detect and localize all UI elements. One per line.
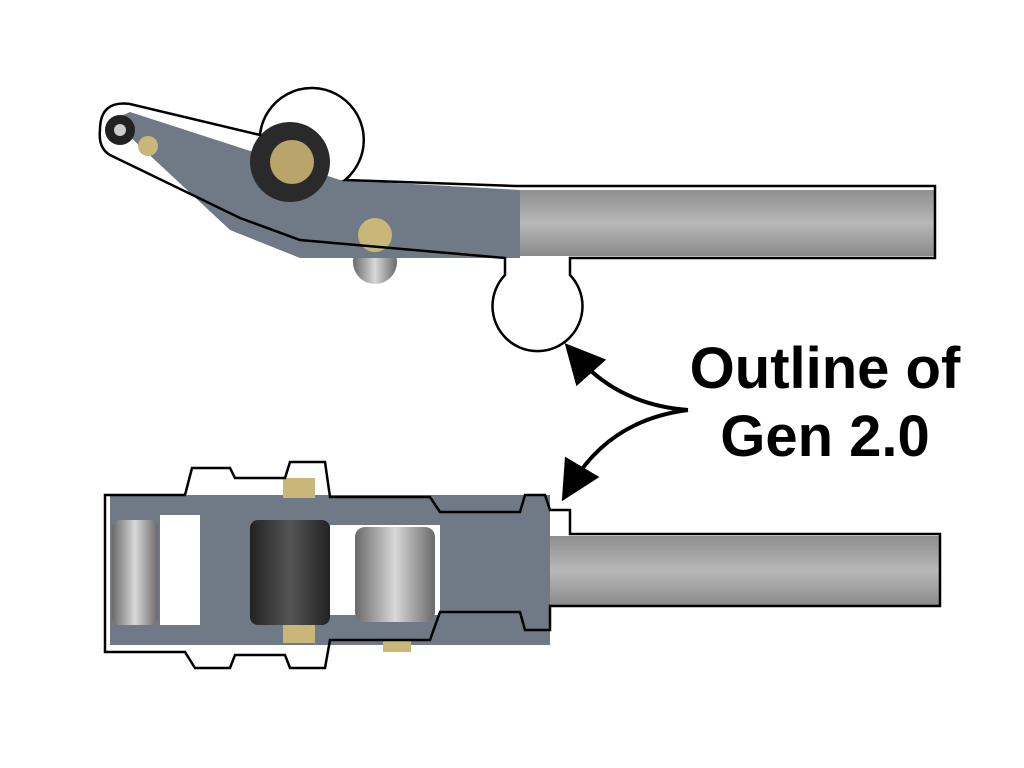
- rubber-roller-bottom: [250, 520, 330, 625]
- gen2-outline-top: [98, 86, 937, 353]
- arrow-to-bottom-outline: [561, 408, 689, 502]
- top-part-side-view: [98, 86, 937, 353]
- gen2-outline-bottom: [103, 460, 942, 670]
- pivot-bolt: [358, 218, 392, 252]
- front-roller: [112, 520, 158, 625]
- annotation-label: Outline of Gen 2.0: [640, 335, 1010, 471]
- annotation-line-1: Outline of: [689, 336, 961, 401]
- bolt: [138, 136, 158, 156]
- rear-roller: [355, 527, 435, 622]
- bottom-part-top-view: [103, 460, 942, 670]
- annotation-line-2: Gen 2.0: [720, 404, 930, 469]
- annotation-arrows: [561, 343, 689, 502]
- steel-bar: [520, 190, 935, 256]
- nut-bottom: [283, 625, 315, 643]
- arrow-to-top-outline: [564, 343, 689, 412]
- steel-bar-bottom: [550, 536, 940, 606]
- nut-top: [283, 478, 315, 498]
